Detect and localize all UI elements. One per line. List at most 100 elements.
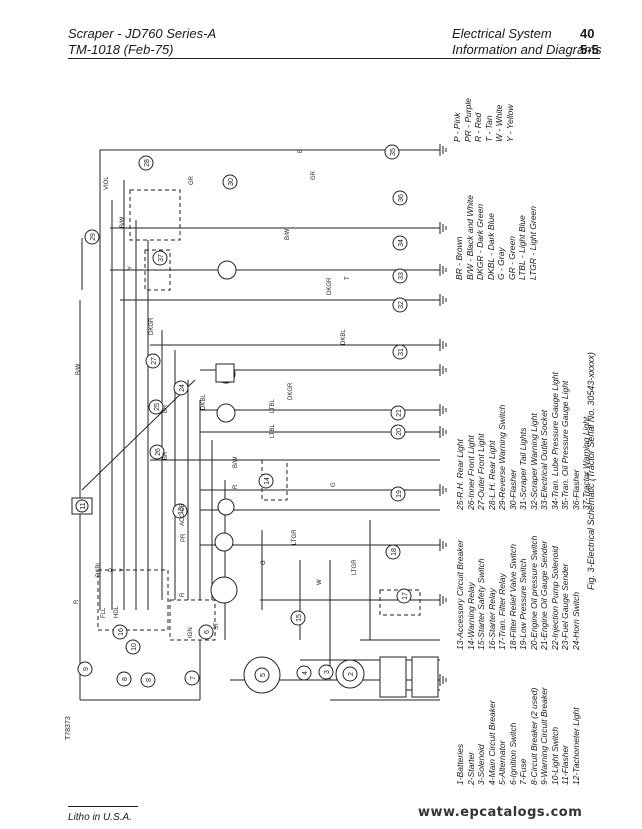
- manual-title: Scraper - JD760 Series-A: [68, 26, 217, 41]
- svg-text:PR: PR: [181, 533, 187, 542]
- svg-text:9: 9: [83, 667, 90, 671]
- component-13: 13: [172, 503, 188, 519]
- component-27: 27: [145, 353, 161, 369]
- watermark[interactable]: www.epcatalogs.com: [418, 805, 583, 820]
- svg-text:B/W: B/W: [76, 363, 82, 375]
- svg-text:GR: GR: [311, 170, 317, 180]
- svg-text:BR: BR: [163, 404, 169, 413]
- component-31: 31: [392, 344, 408, 360]
- svg-text:34: 34: [398, 239, 405, 247]
- svg-text:13: 13: [178, 507, 185, 515]
- svg-text:36: 36: [398, 194, 405, 202]
- component-6: 6: [198, 624, 214, 640]
- component-34: 34: [392, 235, 408, 251]
- component-21: 21: [390, 405, 406, 421]
- svg-text:B: B: [298, 149, 304, 153]
- component-2: 2: [335, 659, 365, 689]
- svg-text:DKBL: DKBL: [341, 329, 347, 345]
- component-1: [379, 656, 439, 698]
- svg-text:DKBL: DKBL: [96, 561, 102, 577]
- component-37: 37: [152, 250, 168, 266]
- component-5: 5: [243, 656, 281, 694]
- svg-text:LTBL: LTBL: [270, 398, 276, 413]
- svg-text:Y: Y: [120, 568, 126, 572]
- litho-note: Litho in U.S.A.: [68, 812, 132, 823]
- component-22: [216, 403, 236, 423]
- component-3: 3: [318, 664, 334, 680]
- svg-text:29: 29: [90, 233, 97, 241]
- component-8a: 8: [116, 671, 132, 687]
- svg-text:37: 37: [158, 254, 165, 262]
- component-10: 10: [125, 639, 141, 655]
- svg-text:24: 24: [179, 384, 186, 392]
- footer-rule: [68, 806, 138, 807]
- header-rule: [68, 58, 600, 59]
- component-9: 9: [77, 661, 93, 677]
- component-26: 26: [149, 444, 165, 460]
- svg-text:VIOL: VIOL: [104, 176, 110, 190]
- svg-text:35: 35: [390, 148, 397, 156]
- svg-text:14: 14: [264, 477, 271, 485]
- component-markers: 29 28 30 36 35 34 33 32 31 21 20 19 18 1…: [71, 144, 439, 698]
- svg-text:33: 33: [398, 272, 405, 280]
- svg-text:B/W: B/W: [285, 228, 291, 240]
- svg-text:DKGR: DKGR: [149, 317, 155, 335]
- component-28: 28: [138, 155, 154, 171]
- manual-number: TM-1018 (Feb-75): [68, 42, 174, 57]
- component-gauge-b: [217, 498, 235, 516]
- svg-text:17: 17: [402, 592, 409, 600]
- component-gauge-a: [210, 576, 238, 604]
- component-33: 33: [392, 268, 408, 284]
- component-19: 19: [390, 486, 406, 502]
- svg-text:G: G: [261, 560, 267, 565]
- svg-text:W: W: [317, 579, 323, 585]
- svg-text:DKBL: DKBL: [201, 394, 207, 410]
- ground-symbols: [439, 144, 447, 686]
- svg-text:R: R: [180, 592, 186, 597]
- component-15: 15: [290, 610, 306, 626]
- dashed-enclosures: [97, 189, 421, 641]
- svg-text:5: 5: [260, 673, 267, 677]
- component-30: 30: [222, 174, 238, 190]
- component-18: 18: [385, 544, 401, 560]
- svg-text:B/W: B/W: [120, 216, 126, 228]
- component-12: [214, 532, 234, 552]
- svg-text:DKGR: DKGR: [327, 277, 333, 295]
- svg-text:11: 11: [80, 502, 87, 509]
- component-24: 24: [173, 380, 189, 396]
- svg-text:6: 6: [204, 630, 211, 634]
- svg-text:8: 8: [146, 678, 153, 682]
- svg-text:2: 2: [348, 672, 355, 676]
- svg-text:16: 16: [118, 628, 125, 636]
- svg-text:19: 19: [396, 490, 403, 498]
- drawing-id: T78373: [65, 716, 72, 740]
- svg-text:ST: ST: [214, 622, 220, 630]
- svg-text:20: 20: [396, 428, 403, 436]
- svg-text:DKGR: DKGR: [288, 382, 294, 400]
- component-29: 29: [84, 229, 100, 245]
- svg-text:7: 7: [190, 676, 197, 680]
- component-4: 4: [296, 665, 312, 681]
- svg-text:LTBL: LTBL: [270, 423, 276, 438]
- svg-text:32: 32: [398, 301, 405, 309]
- section-subtitle: Information and Diagrams: [452, 42, 602, 57]
- svg-text:T: T: [345, 276, 351, 280]
- svg-text:R: R: [74, 599, 80, 604]
- wire-layer: [79, 149, 440, 701]
- svg-text:GR: GR: [189, 175, 195, 185]
- component-16: 16: [112, 624, 128, 640]
- component-35: 35: [384, 144, 400, 160]
- svg-text:LTGR: LTGR: [352, 559, 358, 575]
- svg-text:P: P: [109, 568, 115, 572]
- svg-text:15: 15: [296, 614, 303, 622]
- svg-text:LTGR: LTGR: [292, 529, 298, 545]
- svg-text:Y: Y: [128, 266, 134, 270]
- component-8b: 8: [140, 672, 156, 688]
- component-25: 25: [148, 399, 164, 415]
- component-32: 32: [392, 297, 408, 313]
- svg-text:28: 28: [144, 159, 151, 167]
- svg-text:26: 26: [155, 448, 162, 456]
- svg-text:10: 10: [131, 643, 138, 651]
- rotated-wire-labels: B/W B/W B/W VIOL B GR GR T DKGR DKBL LTB…: [74, 149, 358, 638]
